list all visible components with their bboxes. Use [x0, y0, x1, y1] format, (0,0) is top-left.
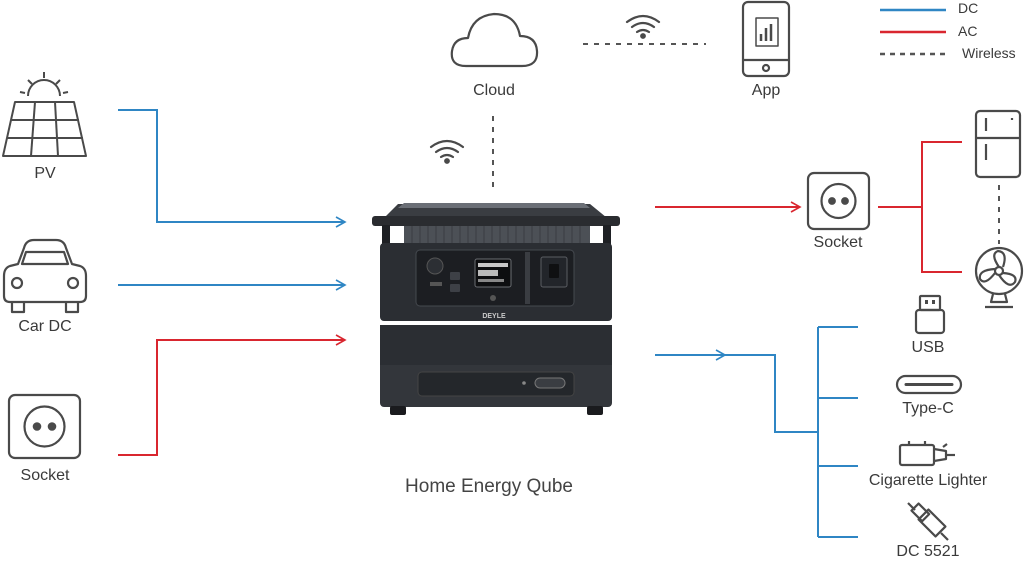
- pv-label: PV: [34, 165, 56, 182]
- cigarette-lighter-icon: [898, 441, 955, 467]
- wifi-icon: [625, 14, 661, 39]
- input-connections: [118, 109, 347, 456]
- type-c-label: Type-C: [902, 400, 954, 417]
- fan-icon: [974, 246, 1024, 309]
- appliance-branch-line: [921, 141, 962, 273]
- socket-in-label: Socket: [20, 467, 70, 484]
- legend: [880, 8, 946, 56]
- cloud-label: Cloud: [473, 82, 515, 99]
- device-wifi-icon: [429, 139, 465, 164]
- phone-app-icon: [741, 0, 791, 78]
- car-icon: [2, 238, 88, 314]
- usb-icon: [914, 294, 946, 335]
- cigarette-lighter-label: Cigarette Lighter: [868, 472, 988, 489]
- center-device-label: Home Energy Qube: [405, 476, 573, 497]
- legend-ac-label: AC: [958, 23, 978, 39]
- dc-out-trunk-line: [725, 354, 818, 433]
- outlet-out-icon: [806, 171, 871, 231]
- legend-wireless-label: Wireless: [962, 45, 1016, 61]
- home-energy-qube-device: DEYLE: [372, 203, 620, 415]
- fridge-icon: [974, 109, 1022, 179]
- type-c-icon: [895, 374, 963, 395]
- dc-plug-icon: [907, 502, 949, 541]
- cloud-icon: [450, 12, 539, 68]
- socket-out-label: Socket: [813, 234, 863, 251]
- app-label: App: [751, 82, 781, 99]
- solar-panel-icon: [2, 72, 87, 157]
- device-brand-label: DEYLE: [482, 313, 506, 320]
- usb-label: USB: [911, 339, 945, 356]
- outlet-in-icon: [7, 393, 82, 460]
- legend-dc-label: DC: [958, 0, 979, 16]
- pv-dc-line: [118, 109, 347, 228]
- dc5521-label: DC 5521: [896, 543, 960, 560]
- car-dc-label: Car DC: [18, 318, 72, 335]
- socket-ac-in-line: [118, 334, 347, 456]
- wireless-connections: [492, 43, 1000, 244]
- output-connections: [655, 141, 962, 538]
